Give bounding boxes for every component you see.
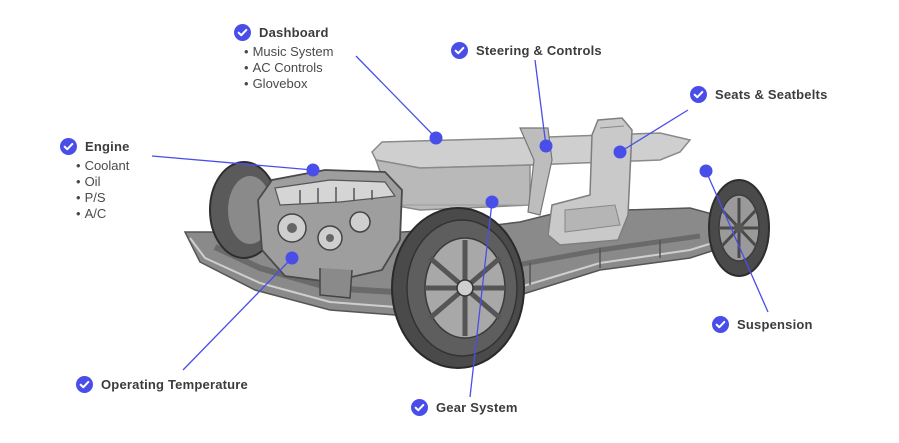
check-circle-icon <box>451 42 468 59</box>
dot-dashboard <box>430 132 443 145</box>
label-dashboard: Dashboard •Music System •AC Controls •Gl… <box>234 24 333 92</box>
dot-seats <box>614 146 627 159</box>
dot-suspension <box>700 165 713 178</box>
engine-items: •Coolant •Oil •P/S •A/C <box>76 158 130 222</box>
rear-wheel <box>709 180 769 276</box>
label-seats: Seats & Seatbelts <box>690 86 828 103</box>
list-item: •A/C <box>76 206 130 222</box>
label-title: Engine <box>85 139 130 154</box>
list-item: •AC Controls <box>244 60 333 76</box>
dot-engine <box>307 164 320 177</box>
label-title: Steering & Controls <box>476 43 602 58</box>
label-title: Suspension <box>737 317 813 332</box>
label-gear-system: Gear System <box>411 399 518 416</box>
list-item: •Oil <box>76 174 130 190</box>
check-circle-icon <box>60 138 77 155</box>
check-circle-icon <box>234 24 251 41</box>
label-operating-temperature: Operating Temperature <box>76 376 248 393</box>
leader-dashboard <box>356 56 436 138</box>
label-title: Dashboard <box>259 25 329 40</box>
dot-operating <box>286 252 299 265</box>
list-item: •P/S <box>76 190 130 206</box>
check-circle-icon <box>712 316 729 333</box>
list-item: •Glovebox <box>244 76 333 92</box>
check-circle-icon <box>76 376 93 393</box>
dashboard-items: •Music System •AC Controls •Glovebox <box>244 44 333 92</box>
check-circle-icon <box>690 86 707 103</box>
label-title: Seats & Seatbelts <box>715 87 828 102</box>
label-title: Operating Temperature <box>101 377 248 392</box>
front-wheel <box>392 208 524 368</box>
label-title: Gear System <box>436 400 518 415</box>
check-circle-icon <box>411 399 428 416</box>
dot-gear <box>486 196 499 209</box>
label-steering: Steering & Controls <box>451 42 602 59</box>
dot-steering <box>540 140 553 153</box>
label-engine: Engine •Coolant •Oil •P/S •A/C <box>60 138 130 222</box>
list-item: •Music System <box>244 44 333 60</box>
label-suspension: Suspension <box>712 316 813 333</box>
list-item: •Coolant <box>76 158 130 174</box>
